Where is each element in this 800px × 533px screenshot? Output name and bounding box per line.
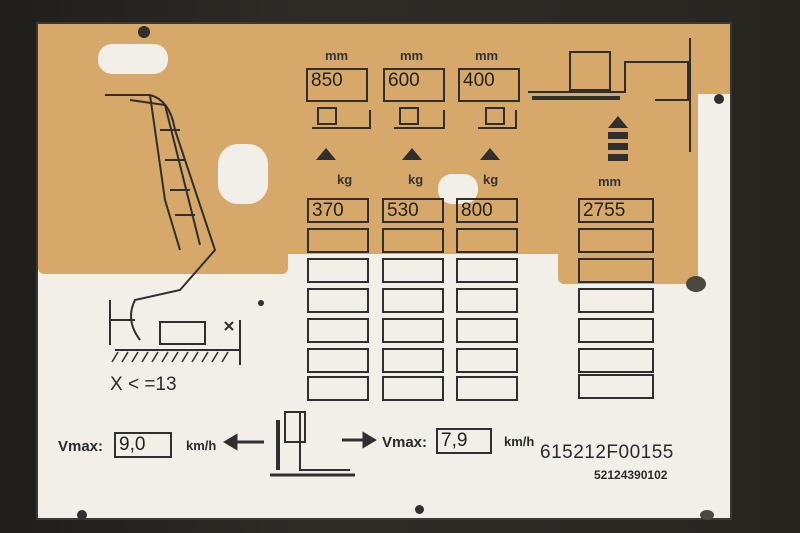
dirt-spot [258, 300, 264, 306]
peel-gap [98, 44, 168, 74]
load-center-value: 850 [311, 70, 343, 91]
serial-number: 615212F00155 [540, 442, 674, 463]
empty-box [307, 228, 369, 253]
speed-forward-value: 9,0 [119, 434, 146, 455]
empty-box [307, 288, 369, 313]
load-center-value: 600 [388, 70, 420, 91]
empty-box [456, 376, 518, 401]
empty-box [578, 348, 654, 373]
rivet [415, 505, 424, 514]
empty-box [456, 228, 518, 253]
empty-box [382, 228, 444, 253]
capacity-box: 370 [307, 198, 369, 223]
speed-reverse-value: 7,9 [441, 430, 468, 451]
load-center-box-3: 400 [458, 68, 520, 102]
lift-height-box: 2755 [578, 198, 654, 223]
empty-box [307, 376, 369, 401]
capacity-unit-1: kg [337, 172, 353, 187]
load-center-box-2: 600 [383, 68, 445, 102]
load-center-unit-2: mm [400, 48, 424, 63]
capacity-box: 800 [456, 198, 518, 223]
empty-box [456, 258, 518, 283]
speed-reverse-box: 7,9 [436, 428, 492, 454]
lift-height-unit: mm [598, 174, 622, 189]
load-center-unit-3: mm [475, 48, 499, 63]
speed-reverse-label: Vmax: [382, 434, 428, 451]
empty-box [456, 288, 518, 313]
empty-box [307, 318, 369, 343]
capacity-value: 530 [387, 200, 419, 221]
part-number: 52124390102 [594, 468, 668, 482]
capacity-value: 800 [461, 200, 493, 221]
capacity-unit-2: kg [408, 172, 424, 187]
rivet [138, 26, 150, 38]
empty-box [578, 258, 654, 283]
empty-box [578, 374, 654, 399]
empty-box [382, 376, 444, 401]
rivet [77, 510, 87, 520]
lift-height-value: 2755 [583, 200, 626, 221]
capacity-plate [38, 24, 730, 518]
capacity-unit-3: kg [483, 172, 499, 187]
capacity-value: 370 [312, 200, 344, 221]
empty-box [578, 318, 654, 343]
empty-box [382, 258, 444, 283]
peel-gap [218, 144, 268, 204]
speed-forward-label: Vmax: [58, 438, 104, 455]
empty-box [382, 348, 444, 373]
empty-box [578, 228, 654, 253]
mast-tilt-note: X < =13 [110, 374, 177, 395]
empty-box [307, 348, 369, 373]
speed-reverse-unit: km/h [504, 434, 535, 449]
empty-box [307, 258, 369, 283]
mast-outline [105, 94, 217, 341]
load-center-unit-1: mm [325, 48, 349, 63]
empty-box [382, 288, 444, 313]
empty-box [382, 318, 444, 343]
empty-box [456, 348, 518, 373]
load-center-value: 400 [463, 70, 495, 91]
speed-forward-unit: km/h [186, 438, 217, 453]
load-center-box-1: 850 [306, 68, 368, 102]
empty-box [456, 318, 518, 343]
rivet [714, 94, 724, 104]
speed-forward-box: 9,0 [114, 432, 172, 458]
empty-box [578, 288, 654, 313]
capacity-box: 530 [382, 198, 444, 223]
dirt-spot [686, 276, 706, 292]
dirt-spot [700, 510, 714, 520]
